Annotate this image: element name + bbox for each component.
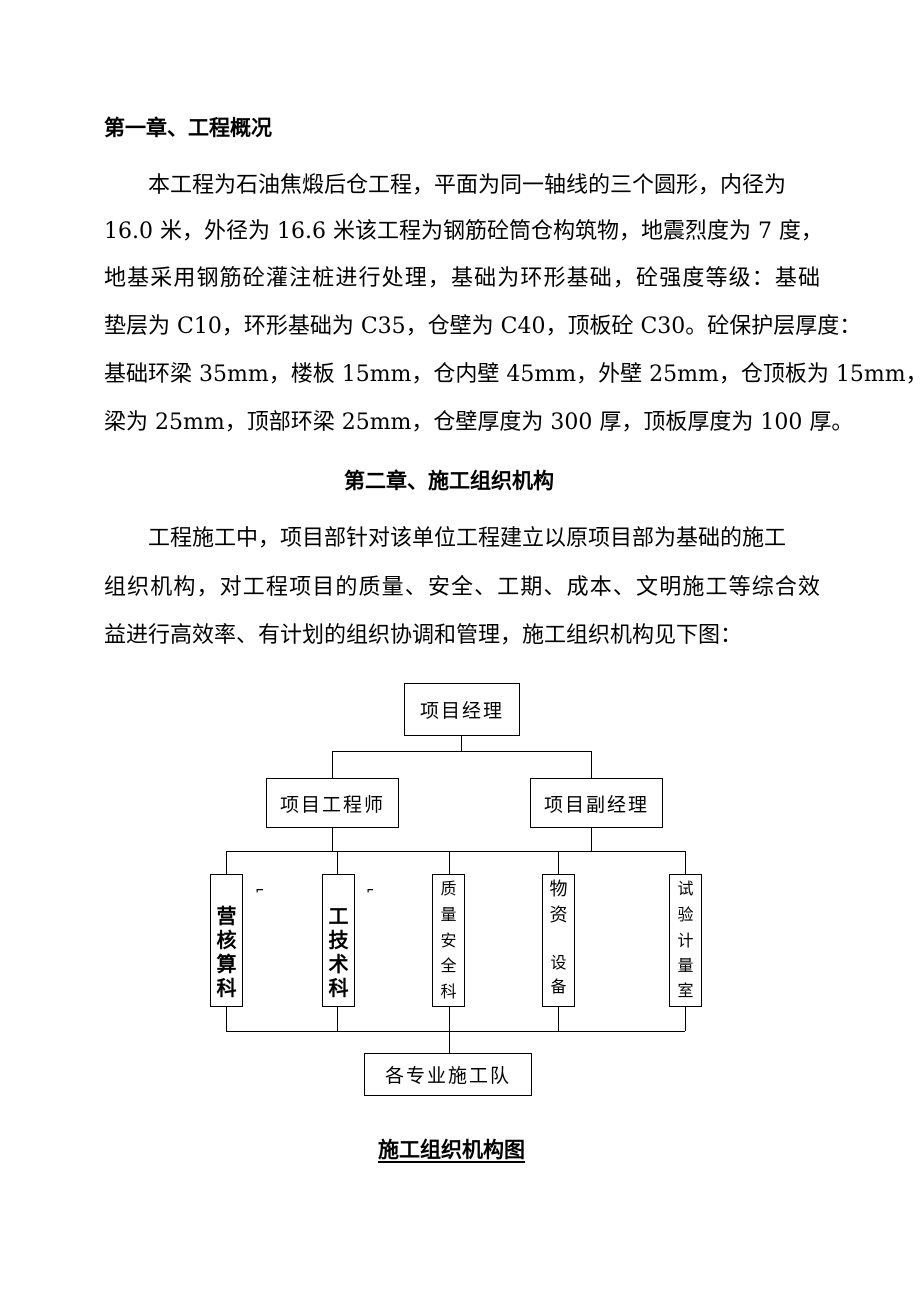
department-char: 技: [328, 928, 349, 952]
connector-top-down: [461, 735, 462, 751]
paragraph-1-line-2: 16.0 米，外径为 16.6 米该工程为钢筋砼筒仓构筑物，地震烈度为 7 度，: [104, 219, 823, 244]
department-char: 质: [440, 879, 457, 898]
paragraph-1-line-5: 基础环梁 35mm，楼板 15mm，仓内壁 45mm，外壁 25mm，仓顶板为 …: [104, 362, 920, 387]
department-char: 算: [216, 952, 237, 976]
department-box-quality-safety: 质 量 安 全 科: [432, 874, 465, 1007]
paragraph-1-line-4: 垫层为 C10，环形基础为 C35，仓壁为 C40，顶板砼 C30。砼保护层厚度…: [104, 314, 862, 339]
department-char: 试: [677, 879, 694, 898]
connector-deputy-down: [591, 827, 592, 851]
department-char: 设: [550, 953, 567, 972]
connector-dept-5-down: [685, 1006, 686, 1031]
connector-bottom-drop: [449, 1031, 450, 1053]
hidden-text-fragment: ⌐: [256, 884, 263, 899]
connector-dept-3-down: [449, 1006, 450, 1031]
connector-dept-top-bar: [226, 851, 685, 852]
department-char: 资: [549, 905, 568, 926]
connector-mid-right-drop: [591, 751, 592, 778]
department-char: 科: [328, 976, 349, 1000]
department-char: 科: [216, 976, 237, 1000]
department-char: 备: [550, 977, 567, 996]
department-char: 术: [328, 952, 349, 976]
department-char: 计: [677, 931, 694, 950]
chapter-2-title: 第二章、施工组织机构: [344, 469, 554, 493]
connector-dept-3-up: [449, 851, 450, 875]
paragraph-2-line-1: 工程施工中，项目部针对该单位工程建立以原项目部为基础的施工: [148, 526, 787, 551]
department-char: 核: [216, 928, 237, 952]
department-char: 室: [677, 981, 694, 1000]
deputy-manager-box: 项目副经理: [530, 778, 663, 828]
connector-dept-2-up: [337, 851, 338, 875]
department-box-technical: 工 技 术 科: [322, 874, 355, 1007]
connector-dept-bottom-bar: [226, 1031, 685, 1032]
paragraph-1-line-3: 地基采用钢筋砼灌注桩进行处理，基础为环形基础，砼强度等级：基础: [104, 266, 820, 291]
connector-engineer-down: [332, 827, 333, 851]
connector-mid-left-drop: [332, 751, 333, 778]
department-char: 营: [216, 904, 237, 928]
department-char: 量: [677, 956, 694, 975]
chapter-1-title: 第一章、工程概况: [104, 116, 272, 140]
connector-dept-2-down: [337, 1006, 338, 1031]
construction-teams-box: 各专业施工队: [364, 1053, 532, 1096]
connector-dept-1-down: [226, 1006, 227, 1031]
connector-dept-1-up: [226, 851, 227, 875]
paragraph-2-line-2: 组织机构，对工程项目的质量、安全、工期、成本、文明施工等综合效: [104, 575, 820, 600]
connector-dept-4-up: [558, 851, 559, 875]
department-char: 量: [440, 905, 457, 924]
project-engineer-box: 项目工程师: [266, 778, 399, 828]
department-char: 物: [549, 879, 568, 900]
department-char: 工: [328, 904, 349, 928]
connector-dept-4-down: [558, 1006, 559, 1031]
paragraph-2-line-3: 益进行高效率、有计划的组织协调和管理，施工组织机构见下图：: [104, 623, 743, 648]
department-char: 安: [440, 931, 457, 950]
department-char: 验: [677, 905, 694, 924]
connector-mid-bar: [332, 751, 591, 752]
hidden-text-fragment: ⌐: [367, 884, 373, 899]
paragraph-1-line-6: 梁为 25mm，顶部环梁 25mm，仓壁厚度为 300 厚，顶板厚度为 100 …: [104, 410, 854, 435]
paragraph-1-line-1: 本工程为石油焦煅后仓工程，平面为同一轴线的三个圆形，内径为: [148, 173, 787, 198]
department-box-materials-equipment: 物 资 设 备: [542, 874, 575, 1007]
connector-dept-5-up: [685, 851, 686, 875]
department-box-testing-metrology: 试 验 计 量 室: [669, 874, 702, 1007]
org-chart-caption: 施工组织机构图: [378, 1138, 525, 1162]
department-char: 科: [440, 982, 457, 1001]
department-box-accounting: 营 核 算 科: [210, 874, 243, 1007]
department-char: 全: [440, 956, 457, 975]
project-manager-box: 项目经理: [404, 683, 520, 736]
